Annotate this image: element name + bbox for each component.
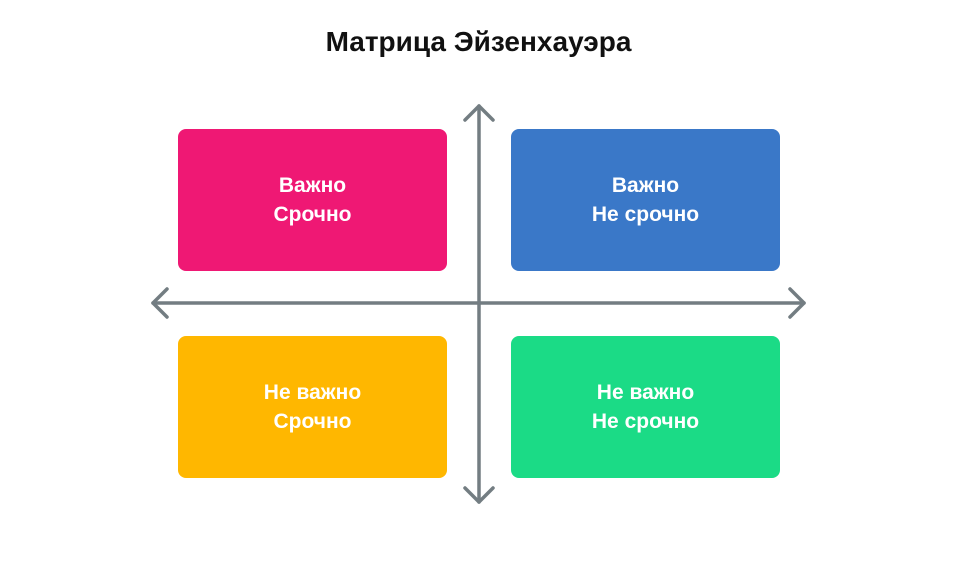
quadrant-line1: Важно <box>278 174 347 197</box>
quadrant-line2: Срочно <box>273 203 352 226</box>
quadrant-line2: Не срочно <box>591 410 700 433</box>
quadrant-line1: Не важно <box>596 381 695 404</box>
quadrant-line2: Срочно <box>273 410 352 433</box>
arrow-up-icon <box>463 104 495 122</box>
quadrant-not-important-urgent: Не важно Срочно <box>178 336 447 478</box>
quadrant-important-urgent: Важно Срочно <box>178 129 447 271</box>
diagram-title: Матрица Эйзенхауэра <box>325 26 632 57</box>
quadrant-line1: Важно <box>611 174 680 197</box>
arrow-right-icon <box>788 287 806 319</box>
quadrant-not-important-not-urgent: Не важно Не срочно <box>511 336 780 478</box>
quadrant-line2: Не срочно <box>591 203 700 226</box>
quadrant-line1: Не важно <box>263 381 362 404</box>
arrow-down-icon <box>463 486 495 504</box>
arrow-left-icon <box>151 287 169 319</box>
quadrant-important-not-urgent: Важно Не срочно <box>511 129 780 271</box>
